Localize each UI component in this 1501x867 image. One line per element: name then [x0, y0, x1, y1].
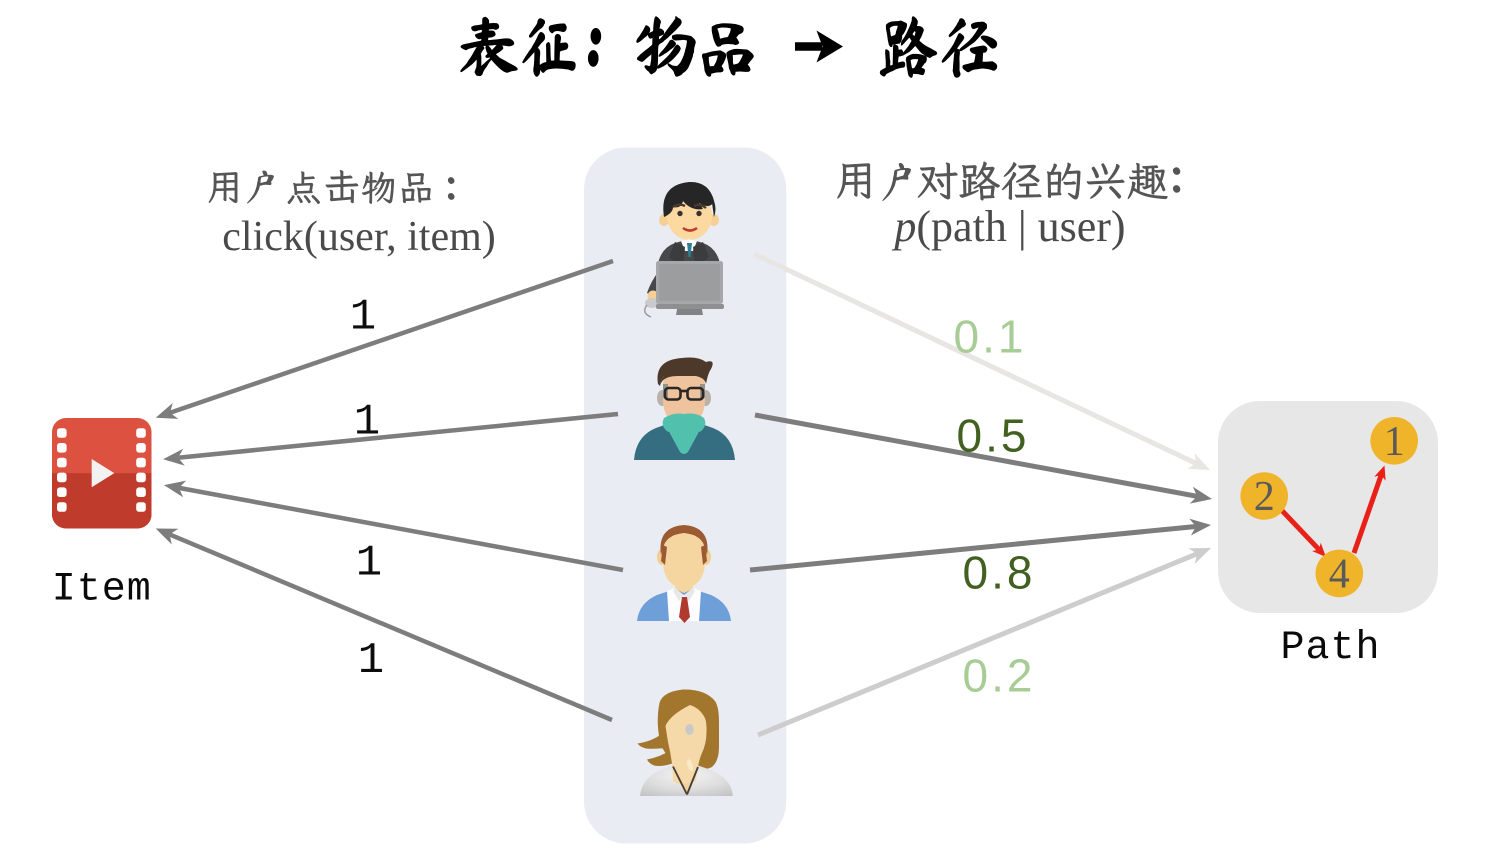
svg-text:0.8: 0.8 — [963, 547, 1036, 599]
svg-text:Item: Item — [52, 568, 152, 613]
svg-text:0.1: 0.1 — [954, 311, 1027, 363]
svg-text:Path: Path — [1280, 626, 1380, 671]
svg-text:1: 1 — [1384, 419, 1405, 465]
svg-text:1: 1 — [356, 539, 382, 589]
svg-text:0.5: 0.5 — [957, 410, 1030, 462]
svg-text:2: 2 — [1254, 474, 1275, 520]
svg-text:click(user, item): click(user, item) — [222, 214, 496, 260]
svg-text:p(path | user): p(path | user) — [891, 202, 1125, 251]
svg-text:1: 1 — [354, 398, 380, 448]
svg-text:0.2: 0.2 — [963, 650, 1036, 702]
svg-text:1: 1 — [358, 636, 384, 686]
svg-text:4: 4 — [1329, 551, 1350, 597]
svg-text:1: 1 — [350, 293, 376, 343]
